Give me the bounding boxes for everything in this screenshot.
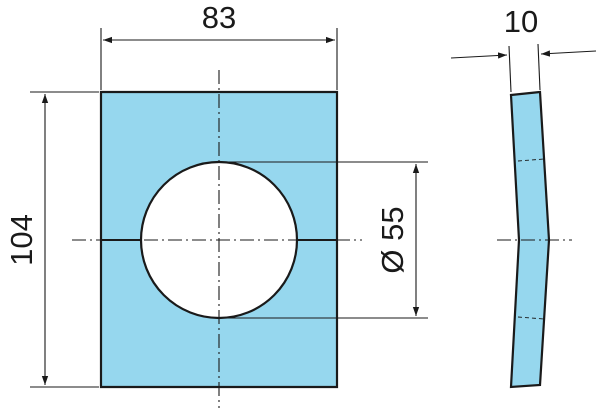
hidden-line-lower [517, 316, 545, 320]
plate-with-hole [99, 90, 339, 389]
diameter-label: Ø 55 [375, 206, 410, 273]
thickness-arrow-left [450, 52, 508, 59]
extension-line-thickness-right [537, 43, 541, 91]
thickness-label: 10 [504, 4, 538, 39]
thickness-arrow-right [540, 50, 597, 57]
hidden-line-upper [517, 158, 545, 162]
hole-diameter-dimension: Ø 55 [219, 161, 428, 319]
side-view [497, 90, 572, 389]
thickness-dimension: 10 [450, 4, 597, 93]
front-view [72, 70, 362, 408]
height-dimension: 104 [4, 91, 99, 388]
extension-line-thickness-left [508, 45, 512, 93]
width-dimension: 83 [100, 0, 338, 90]
height-label: 104 [4, 214, 39, 266]
width-label: 83 [202, 0, 236, 35]
